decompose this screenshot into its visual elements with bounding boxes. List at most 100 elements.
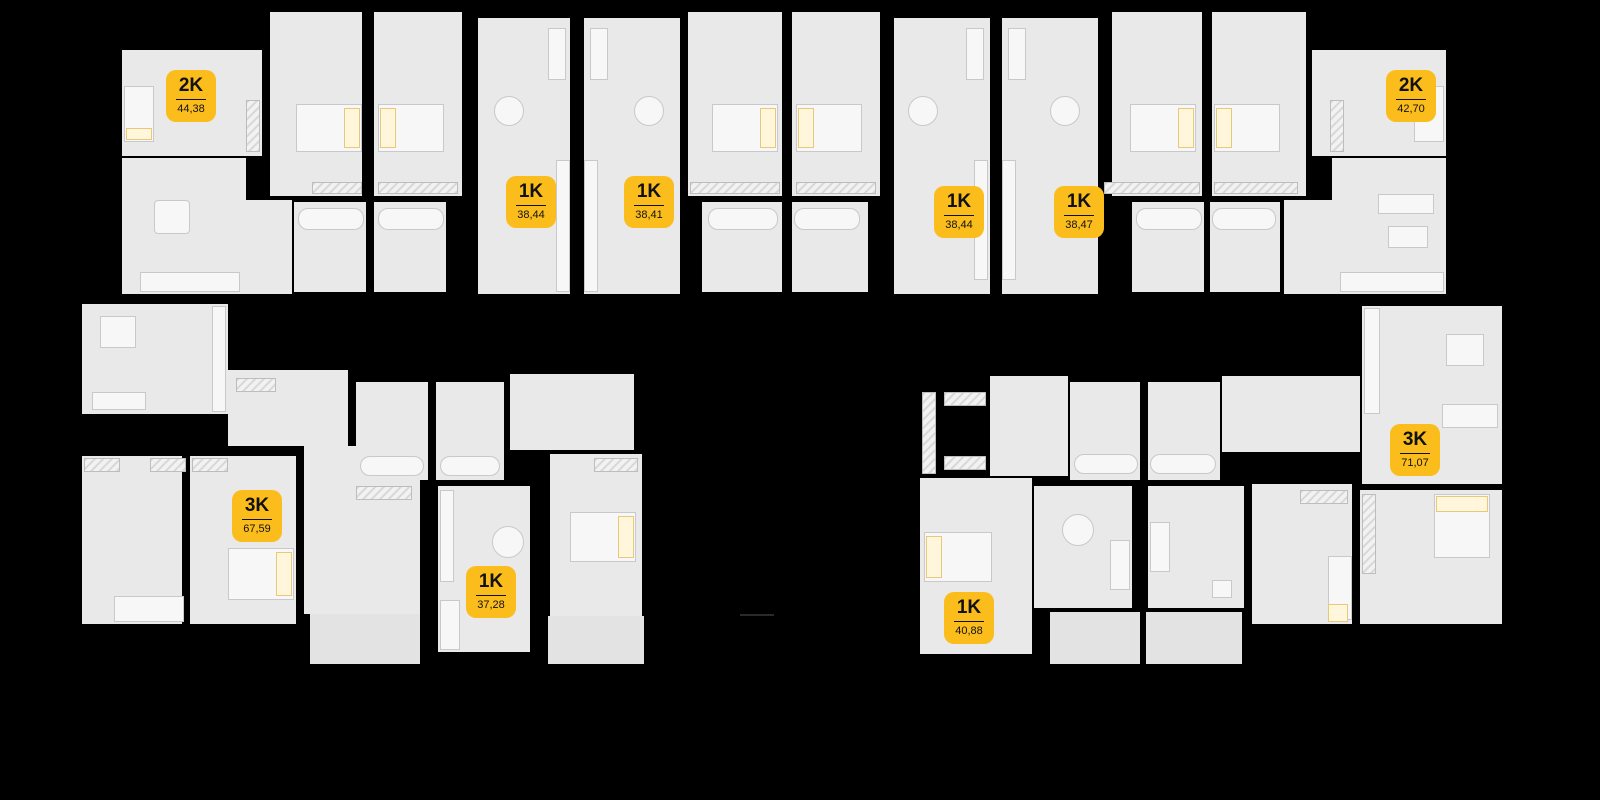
wardrobe: [1214, 182, 1298, 194]
apartment-badge[interactable]: 1K 40,88: [944, 592, 994, 644]
wardrobe: [1104, 182, 1200, 194]
sofa: [1442, 404, 1498, 428]
sofa: [966, 28, 984, 80]
badge-divider: [476, 595, 506, 596]
pillow: [926, 536, 942, 578]
apartment-badge[interactable]: 2K 42,70: [1386, 70, 1436, 122]
wardrobe: [378, 182, 458, 194]
kitchen-column: [1002, 160, 1016, 280]
pillow: [1436, 496, 1488, 512]
balcony[interactable]: [548, 616, 644, 664]
apartment-area: 67,59: [243, 523, 271, 535]
kitchen-counter: [140, 272, 240, 292]
badge-divider: [1064, 215, 1094, 216]
apartment-badge[interactable]: 3K 67,59: [232, 490, 282, 542]
badge-divider: [954, 621, 984, 622]
pillow: [276, 552, 292, 596]
wardrobe: [236, 378, 276, 392]
apartment-badge[interactable]: 1K 38,44: [934, 186, 984, 238]
apartment-badge[interactable]: 1K 38,47: [1054, 186, 1104, 238]
dining-table: [100, 316, 136, 348]
bathtub: [440, 456, 500, 476]
bathtub: [708, 208, 778, 230]
dining-table: [1388, 226, 1428, 248]
wardrobe: [84, 458, 120, 472]
badge-divider: [242, 519, 272, 520]
pillow: [126, 128, 152, 140]
balcony[interactable]: [1050, 612, 1140, 664]
sofa: [1110, 540, 1130, 590]
sofa: [440, 600, 460, 650]
apartment-area: 40,88: [955, 625, 983, 637]
bathtub: [1136, 208, 1202, 230]
balcony[interactable]: [1146, 612, 1242, 664]
pillow: [1216, 108, 1232, 148]
sofa: [1150, 522, 1170, 572]
wardrobe: [922, 392, 936, 474]
badge-divider: [944, 215, 974, 216]
pillow: [760, 108, 776, 148]
apt-1k-f-hall[interactable]: [990, 376, 1068, 476]
wardrobe: [796, 182, 876, 194]
apt-3k-right-hall[interactable]: [1222, 376, 1360, 452]
badge-divider: [634, 205, 664, 206]
kitchen-column: [584, 160, 598, 292]
wardrobe: [944, 392, 986, 406]
apartment-type: 1K: [518, 181, 544, 202]
apartment-type: 1K: [946, 191, 972, 212]
wardrobe: [594, 458, 638, 472]
bathtub: [1074, 454, 1138, 474]
sofa: [92, 392, 146, 410]
pillow: [618, 516, 634, 558]
sofa: [1378, 194, 1434, 214]
bathtub: [1150, 454, 1216, 474]
apartment-badge[interactable]: 1K 38,41: [624, 176, 674, 228]
wardrobe: [356, 486, 412, 500]
badge-divider: [1396, 99, 1426, 100]
bathtub: [298, 208, 364, 230]
chair: [1328, 604, 1348, 622]
wardrobe: [1362, 494, 1376, 574]
apartment-area: 38,44: [517, 209, 545, 221]
apt-2k-right-hall[interactable]: [1284, 200, 1332, 294]
center-left-hall[interactable]: [510, 374, 634, 450]
apartment-type: 3K: [1402, 429, 1428, 450]
wardrobe: [312, 182, 362, 194]
bathtub: [360, 456, 424, 476]
wardrobe: [1330, 100, 1344, 152]
apartment-type: 2K: [178, 75, 204, 96]
stairwell-mark: [740, 614, 774, 616]
sofa: [1008, 28, 1026, 80]
bathtub: [378, 208, 444, 230]
apartment-badge[interactable]: 1K 38,44: [506, 176, 556, 228]
apartment-area: 42,70: [1397, 103, 1425, 115]
badge-divider: [176, 99, 206, 100]
apartment-area: 38,47: [1065, 219, 1093, 231]
bathtub: [1212, 208, 1276, 230]
apartment-type: 3K: [244, 495, 270, 516]
round-table: [492, 526, 524, 558]
apartment-badge[interactable]: 2K 44,38: [166, 70, 216, 122]
apartment-type: 1K: [478, 571, 504, 592]
badge-divider: [516, 205, 546, 206]
round-table: [908, 96, 938, 126]
apartment-badge[interactable]: 1K 37,28: [466, 566, 516, 618]
round-table: [634, 96, 664, 126]
apartment-type: 1K: [956, 597, 982, 618]
armchair: [1212, 580, 1232, 598]
wardrobe: [246, 100, 260, 152]
round-table: [494, 96, 524, 126]
round-table: [1050, 96, 1080, 126]
kitchen-counter: [1340, 272, 1444, 292]
apartment-badge[interactable]: 3K 71,07: [1390, 424, 1440, 476]
balcony[interactable]: [310, 614, 420, 664]
sofa: [590, 28, 608, 80]
badge-divider: [1400, 453, 1430, 454]
apartment-type: 1K: [1066, 191, 1092, 212]
bathtub: [794, 208, 860, 230]
pillow: [1178, 108, 1194, 148]
wardrobe: [1300, 490, 1348, 504]
apartment-area: 71,07: [1401, 457, 1429, 469]
apt-2k-left-hall[interactable]: [246, 200, 292, 294]
